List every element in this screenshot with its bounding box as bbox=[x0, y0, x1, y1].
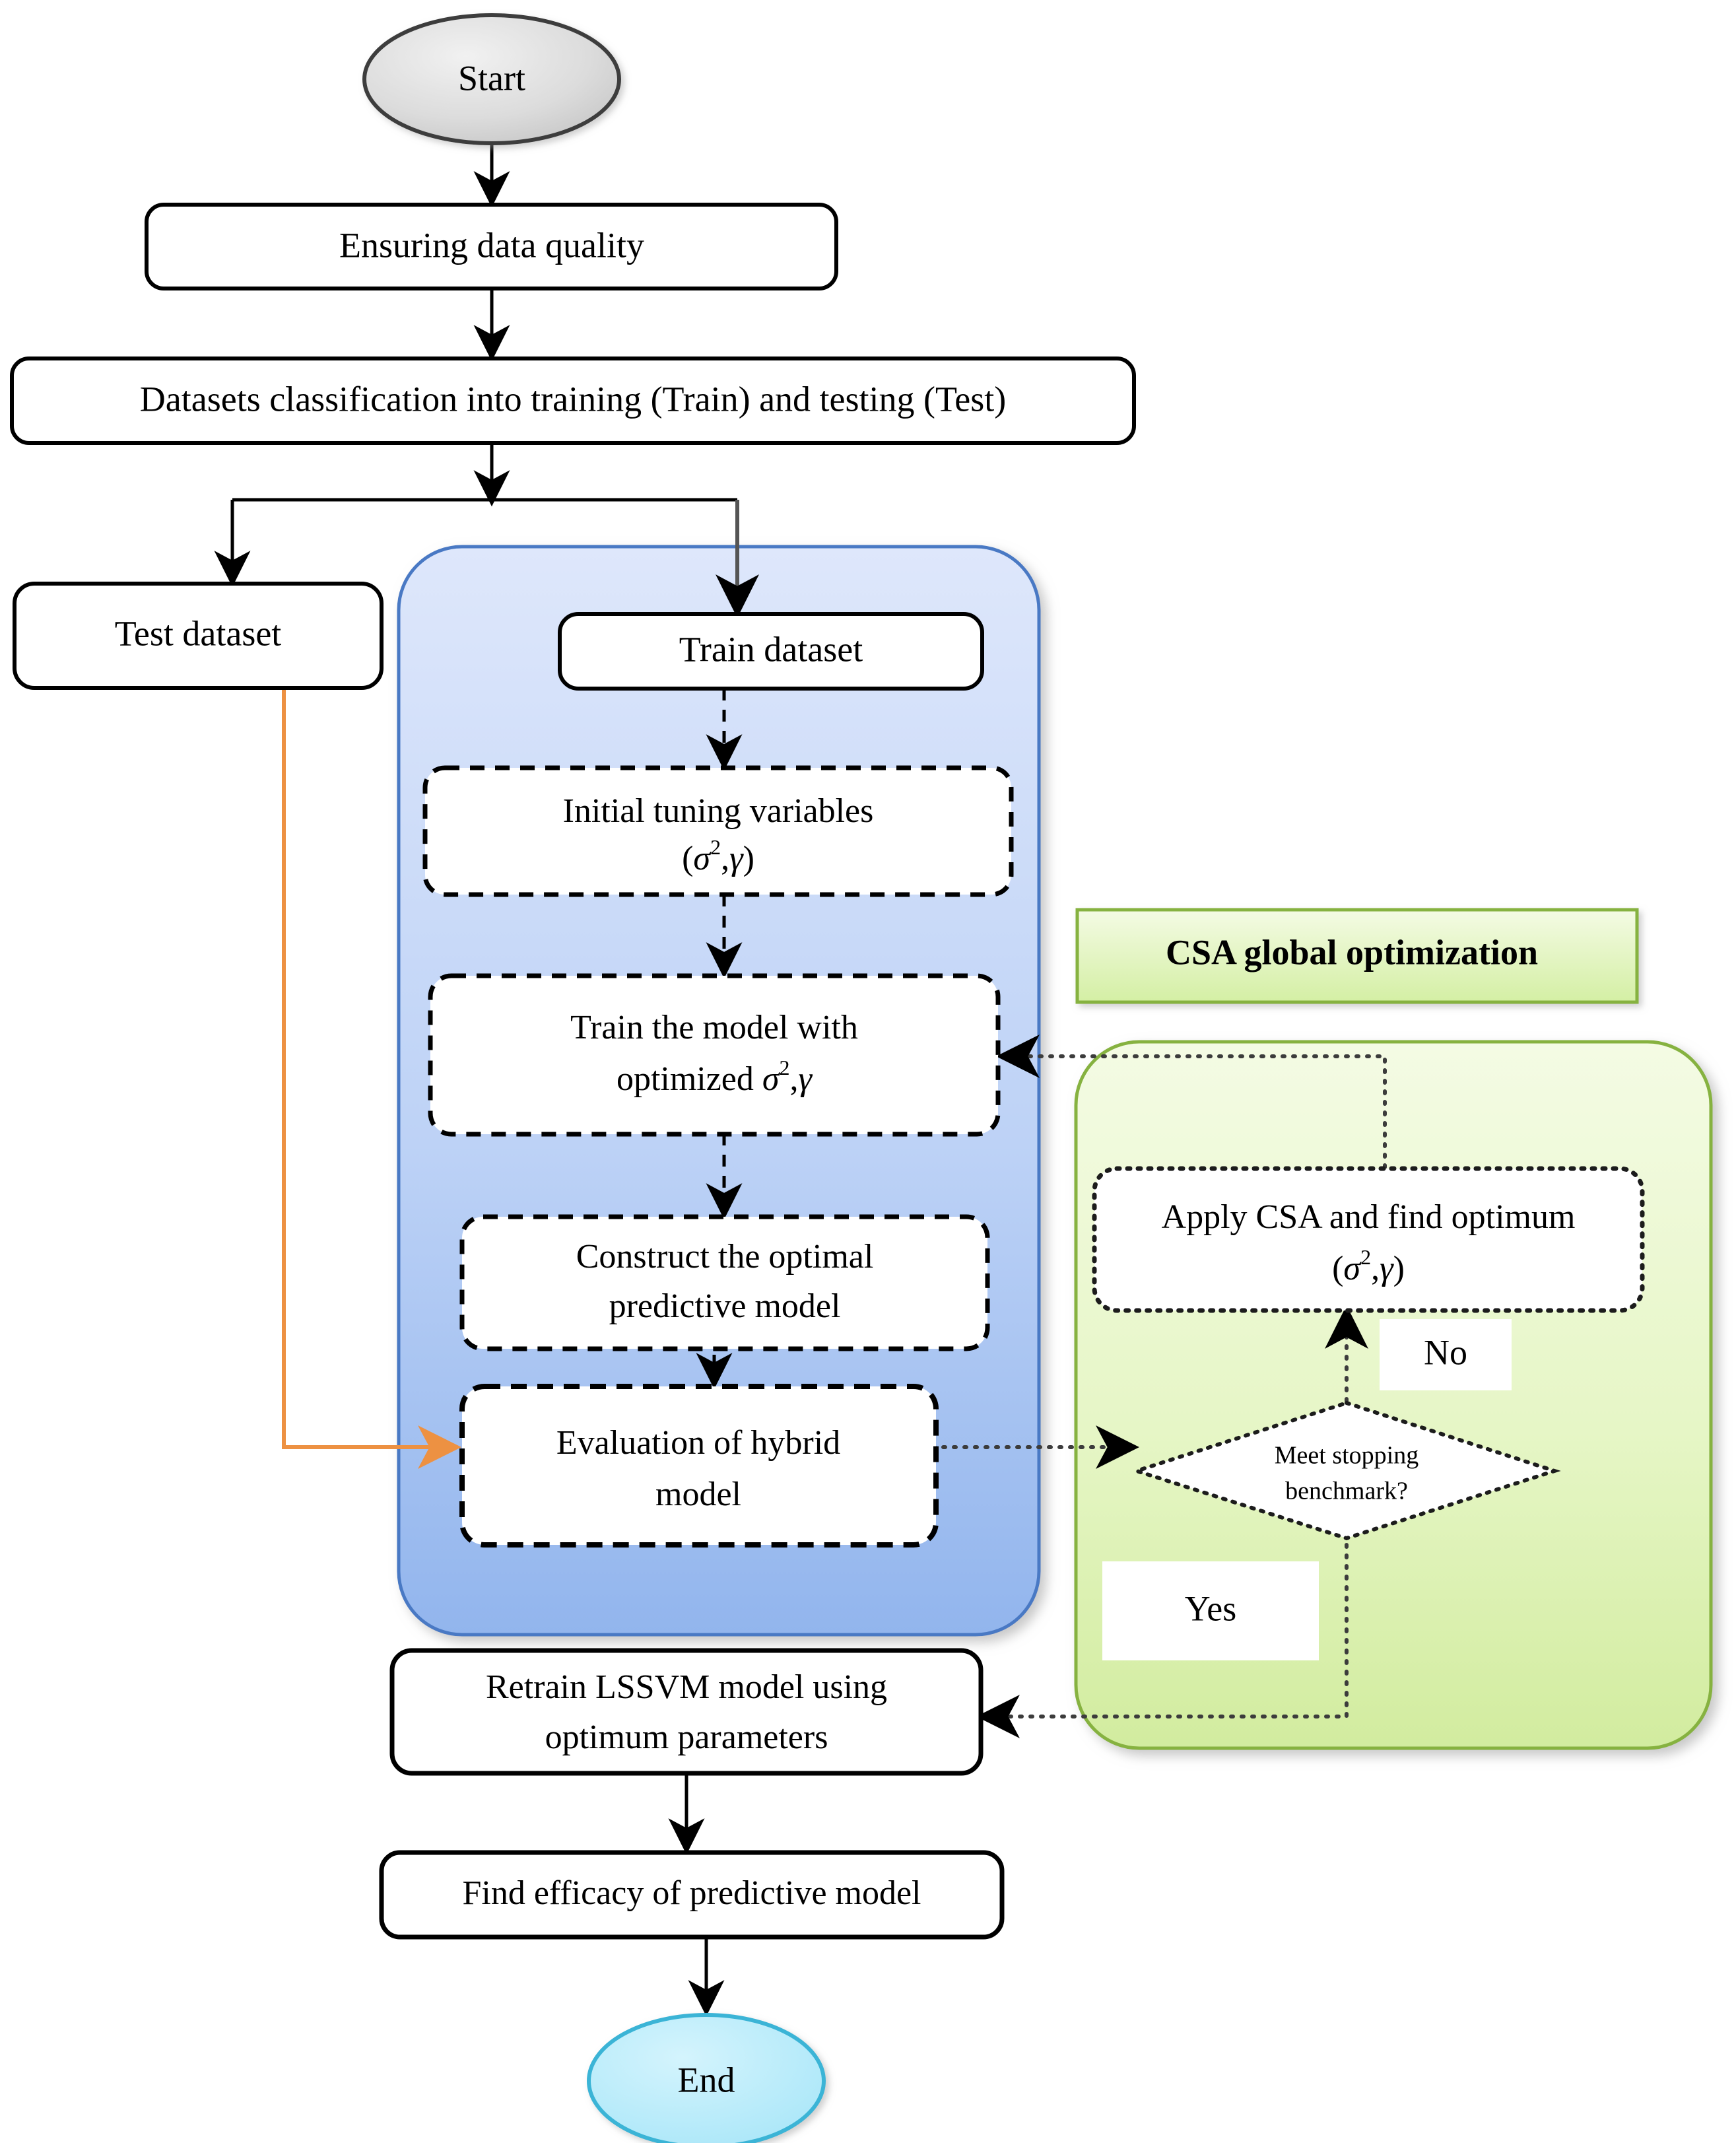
csa-header-label: CSA global optimization bbox=[1166, 932, 1538, 972]
sigma-exponent: 2 bbox=[780, 1056, 790, 1079]
ensuring-data-quality-box bbox=[145, 203, 838, 290]
sigma-exponent: 2 bbox=[710, 835, 721, 859]
train-model-comma: , bbox=[790, 1060, 799, 1098]
start-ellipse bbox=[362, 13, 621, 145]
node-evaluation-hybrid-model: Evaluation of hybrid model bbox=[459, 1384, 939, 1548]
retrain-line1: Retrain LSSVM model using bbox=[486, 1668, 887, 1706]
sigma-symbol: σ bbox=[762, 1060, 781, 1098]
decision-line1: Meet stopping bbox=[1275, 1442, 1419, 1470]
decision-line2: benchmark? bbox=[1285, 1478, 1408, 1505]
construct-model-box bbox=[459, 1214, 990, 1351]
ensuring-data-quality-label: Ensuring data quality bbox=[339, 225, 644, 265]
datasets-classification-box bbox=[10, 357, 1136, 445]
datasets-classification-label: Datasets classification into training (T… bbox=[140, 379, 1006, 419]
node-decision-stopping-benchmark: Meet stopping benchmark? bbox=[1130, 1400, 1561, 1541]
end-label: End bbox=[678, 2060, 735, 2099]
initial-tuning-comma: , bbox=[721, 840, 729, 877]
apply-csa-line2: (σ2,γ) bbox=[1332, 1245, 1405, 1287]
apply-csa-comma: , bbox=[1371, 1250, 1380, 1287]
evaluation-line1: Evaluation of hybrid bbox=[556, 1424, 840, 1462]
yes-label: Yes bbox=[1185, 1588, 1237, 1628]
initial-tuning-paren-open: ( bbox=[682, 840, 693, 877]
node-start: Start bbox=[362, 13, 621, 145]
node-construct-optimal-model: Construct the optimal predictive model bbox=[459, 1214, 990, 1351]
node-find-efficacy: Find efficacy of predictive model bbox=[379, 1850, 1005, 1940]
apply-csa-line1: Apply CSA and find optimum bbox=[1162, 1198, 1576, 1236]
node-datasets-classification: Datasets classification into training (T… bbox=[10, 357, 1136, 445]
node-train-the-model: Train the model with optimized σ2,γ bbox=[428, 973, 1001, 1137]
connectors-solid bbox=[214, 143, 737, 588]
connectors-dotted bbox=[931, 1035, 1387, 1738]
no-label: No bbox=[1424, 1332, 1467, 1372]
apply-csa-paren-close: ) bbox=[1393, 1250, 1405, 1287]
node-test-dataset: Test dataset bbox=[13, 582, 384, 690]
train-model-line1: Train the model with bbox=[570, 1009, 858, 1046]
construct-model-line1: Construct the optimal bbox=[576, 1238, 874, 1276]
end-ellipse bbox=[587, 2013, 826, 2143]
node-end: End bbox=[587, 2013, 826, 2143]
edge-test-dataset-to-evaluation bbox=[282, 687, 461, 1469]
gamma-symbol: γ bbox=[799, 1060, 813, 1098]
csa-header-box bbox=[1075, 908, 1639, 1004]
evaluation-box bbox=[459, 1384, 939, 1548]
train-dataset-box bbox=[558, 612, 984, 691]
find-efficacy-label: Find efficacy of predictive model bbox=[462, 1874, 921, 1912]
no-label-bg bbox=[1380, 1319, 1512, 1390]
gamma-symbol: γ bbox=[729, 840, 744, 877]
node-retrain-lssvm: Retrain LSSVM model using optimum parame… bbox=[389, 1648, 984, 1776]
node-train-dataset: Train dataset bbox=[558, 612, 984, 691]
sigma-symbol: σ bbox=[1343, 1250, 1362, 1287]
node-apply-csa: Apply CSA and find optimum (σ2,γ) bbox=[1092, 1166, 1645, 1313]
test-dataset-box bbox=[13, 582, 384, 690]
retrain-box bbox=[389, 1648, 984, 1776]
sigma-symbol: σ bbox=[693, 840, 712, 877]
evaluation-line2: model bbox=[655, 1476, 741, 1513]
edge-label-no: No bbox=[1380, 1319, 1512, 1390]
train-model-line2: optimized σ2,γ bbox=[617, 1056, 813, 1098]
initial-tuning-line2: (σ2,γ) bbox=[682, 835, 754, 877]
start-label: Start bbox=[458, 58, 525, 98]
test-dataset-label: Test dataset bbox=[115, 613, 282, 653]
edge-decision-yes-to-retrain bbox=[976, 1490, 1349, 1738]
decision-diamond bbox=[1130, 1400, 1561, 1541]
initial-tuning-line1: Initial tuning variables bbox=[563, 792, 874, 830]
initial-tuning-box bbox=[422, 765, 1014, 897]
retrain-line2: optimum parameters bbox=[545, 1718, 828, 1756]
node-initial-tuning-variables: Initial tuning variables (σ2,γ) bbox=[422, 765, 1014, 897]
node-ensuring-data-quality: Ensuring data quality bbox=[145, 203, 838, 290]
edge-label-yes: Yes bbox=[1102, 1561, 1319, 1660]
yes-label-bg bbox=[1102, 1561, 1319, 1660]
apply-csa-box bbox=[1092, 1166, 1645, 1313]
apply-csa-paren-open: ( bbox=[1332, 1250, 1343, 1287]
connectors-solid-3 bbox=[668, 1769, 725, 2017]
train-model-prefix: optimized bbox=[617, 1060, 762, 1098]
gamma-symbol: γ bbox=[1380, 1250, 1394, 1287]
initial-tuning-paren-close: ) bbox=[743, 840, 754, 877]
train-model-box bbox=[428, 973, 1001, 1137]
train-dataset-label: Train dataset bbox=[679, 629, 863, 669]
sigma-exponent: 2 bbox=[1360, 1245, 1371, 1269]
find-efficacy-box bbox=[379, 1850, 1005, 1940]
construct-model-line2: predictive model bbox=[609, 1287, 841, 1325]
